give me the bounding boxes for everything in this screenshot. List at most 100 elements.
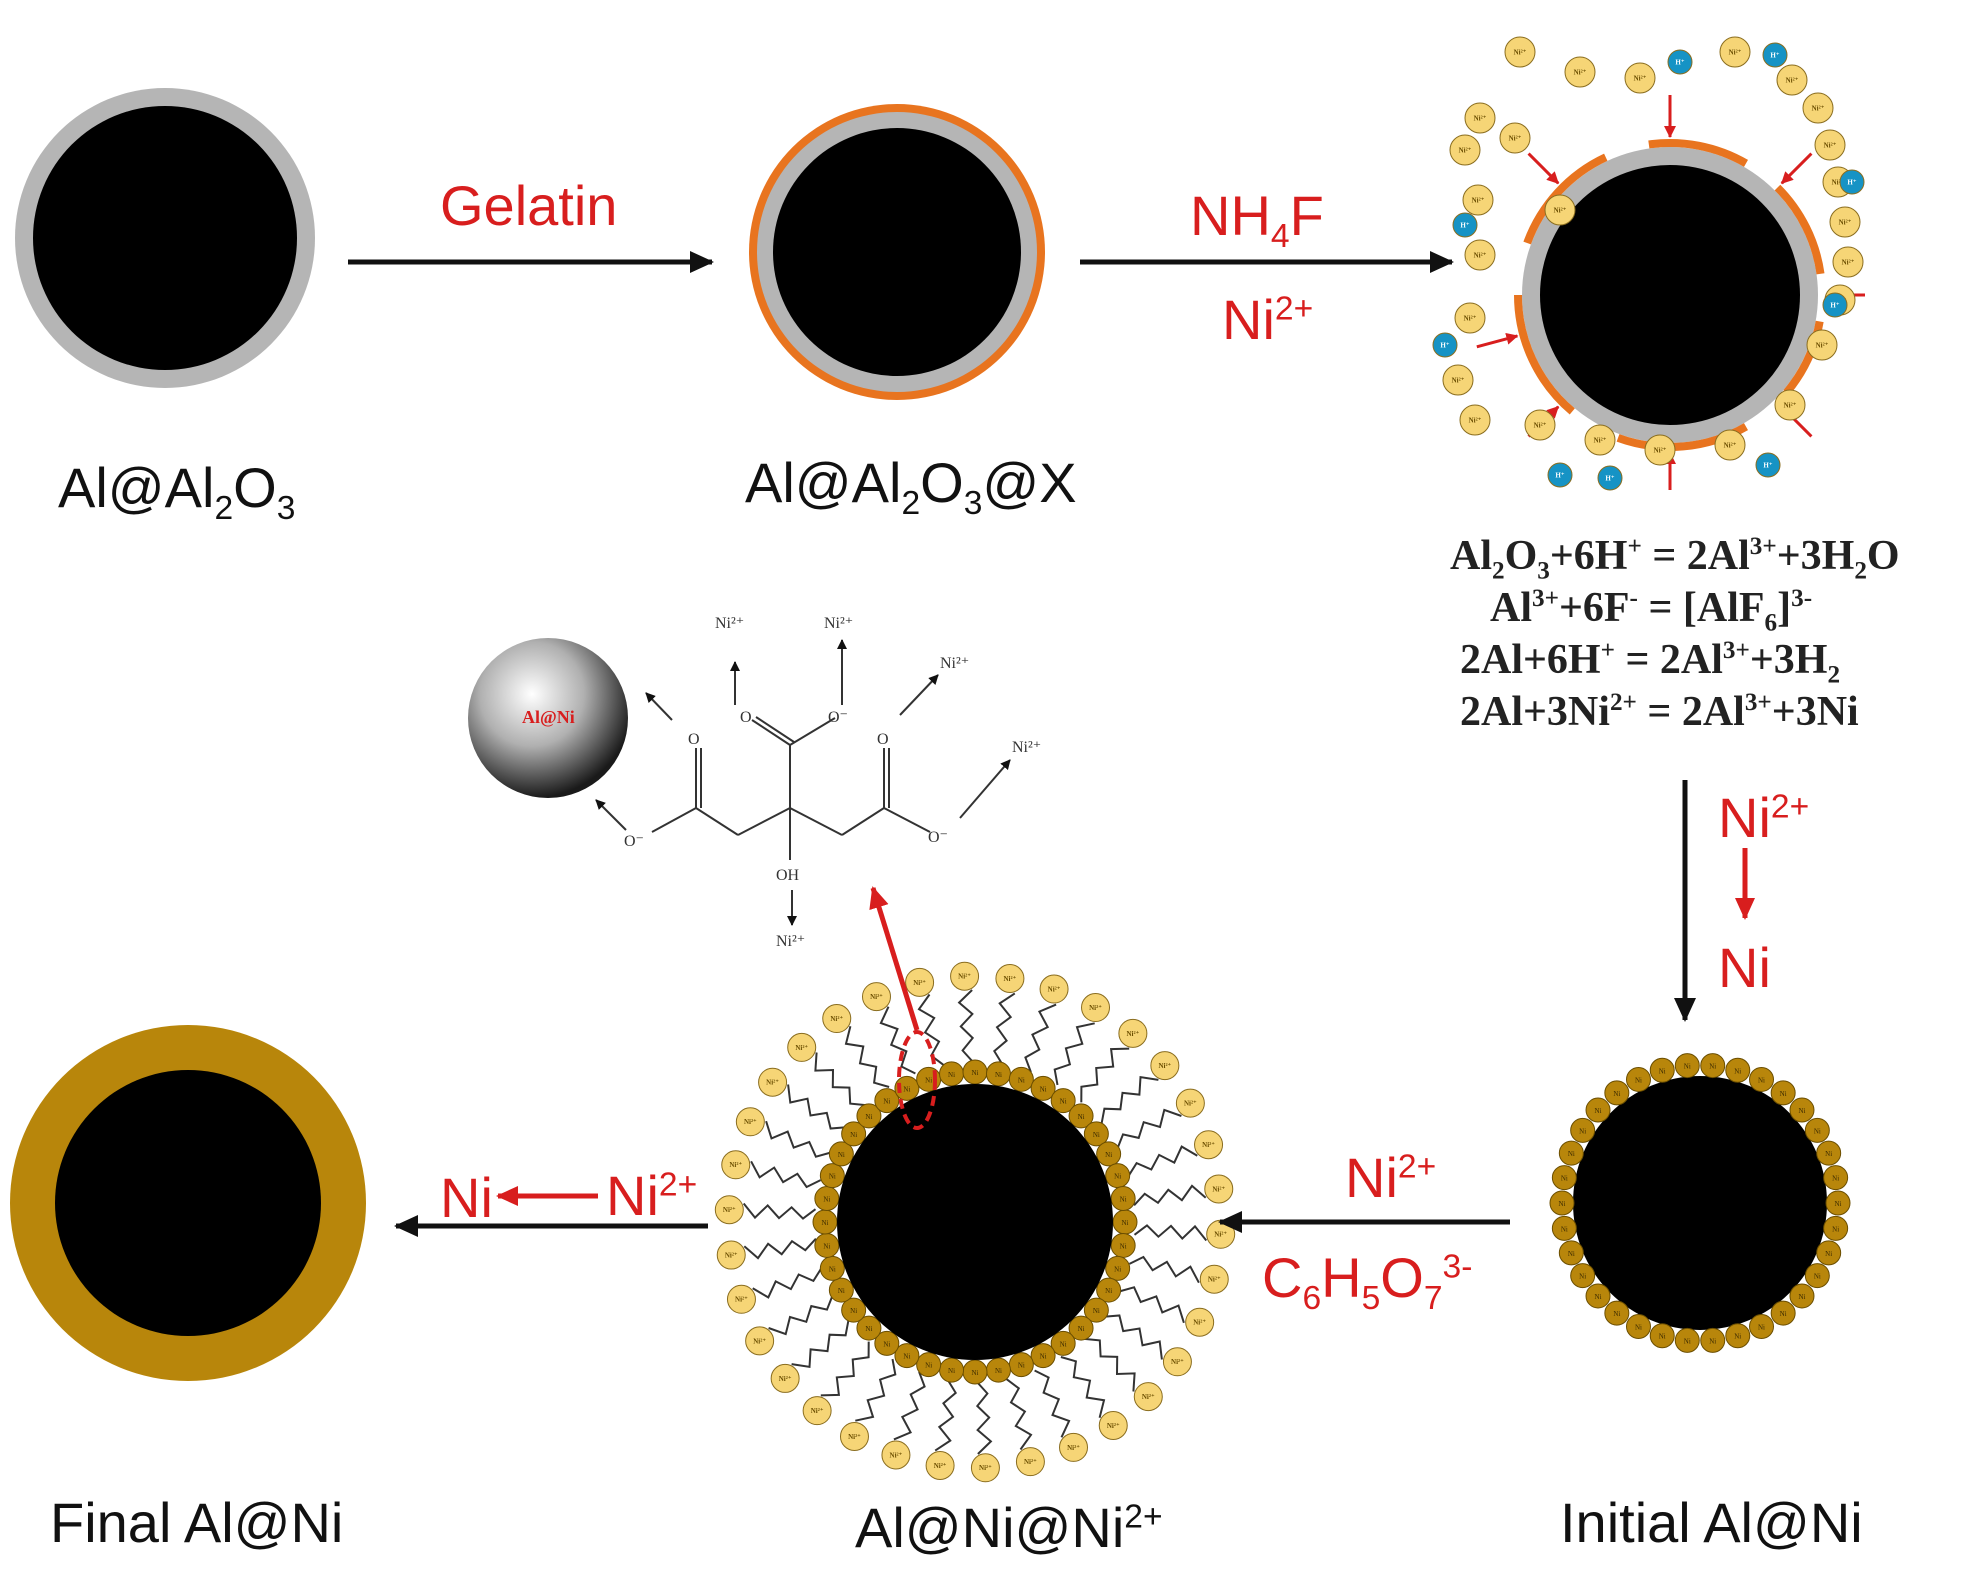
svg-text:Ni: Ni [1078, 1113, 1085, 1121]
svg-text:Ni: Ni [1635, 1076, 1642, 1084]
eq1-j: 2 [1854, 557, 1867, 585]
ni-ion-head: Ni²⁺ [1162, 1347, 1192, 1377]
svg-text:Ni²⁺: Ni²⁺ [1842, 258, 1855, 266]
reagent-ni-right: Ni [1718, 936, 1771, 999]
ni-ion: Ni²⁺ [1462, 184, 1494, 216]
ni-ion: Ni²⁺ [1802, 92, 1834, 124]
svg-text:Ni: Ni [995, 1071, 1002, 1079]
eq2-g: ] [1777, 585, 1792, 631]
eq1-f: + [1627, 533, 1642, 560]
svg-text:Ni²⁺: Ni²⁺ [1824, 141, 1837, 149]
al-ni-sphere-label: Al@Ni [522, 707, 575, 727]
svg-text:Ni: Ni [1018, 1362, 1025, 1370]
nickel-beads-mid: NiNiNiNiNiNiNiNiNiNiNiNiNiNiNiNiNiNiNiNi… [812, 1059, 1138, 1385]
nickel-bead: Ni [1551, 1215, 1577, 1241]
highlight-ellipse [897, 1030, 937, 1130]
nickel-bead: Ni [1770, 1080, 1796, 1106]
citrate-chain [1034, 1369, 1071, 1438]
nickel-bead: Ni [1825, 1190, 1851, 1216]
gelatin-remnant-arcs [1514, 139, 1825, 451]
svg-text:Ni²⁺: Ni²⁺ [1816, 341, 1829, 349]
ni-ion: Ni²⁺ [1829, 206, 1861, 238]
nickel-bead: Ni [856, 1315, 882, 1341]
eq1-c: O [1504, 533, 1538, 579]
reagent-ni2-mid-sup: 2+ [1397, 1148, 1437, 1186]
svg-text:Ni: Ni [1040, 1353, 1047, 1361]
citrate-chain [743, 1238, 817, 1260]
svg-text:Ni²⁺: Ni²⁺ [811, 1407, 824, 1415]
nickel-bead: Ni [985, 1061, 1011, 1087]
citrate-o-minus-top: O⁻ [828, 709, 848, 726]
ni-ion-head: Ni²⁺ [925, 1451, 955, 1481]
svg-text:Ni²⁺: Ni²⁺ [1048, 986, 1061, 994]
eq2-h: 3- [1791, 585, 1813, 612]
equation-3: 2Al+6H+ = 2Al3++3H2 [1450, 634, 1984, 687]
nickel-bead: Ni [1749, 1066, 1775, 1092]
ni-ion-head: Ni²⁺ [802, 1396, 832, 1426]
h-ion: H⁺ [1547, 462, 1573, 488]
nickel-bead: Ni [1804, 1117, 1830, 1143]
eq1-h: 3+ [1749, 533, 1777, 560]
citrate-chain [765, 1120, 832, 1158]
equation-2: Al3++6F- = [AlF6]3- [1450, 582, 1984, 635]
svg-text:Ni²⁺: Ni²⁺ [1812, 104, 1825, 112]
citrate-chain [1060, 1356, 1106, 1418]
citrate-chain [1128, 1255, 1200, 1284]
svg-text:H⁺: H⁺ [1830, 301, 1839, 309]
label-al-al2o3-x-sub1: 2 [901, 485, 921, 523]
eq4-c: = 2Al [1636, 689, 1745, 735]
eq1-a: Al [1450, 533, 1492, 579]
citrate-o: O [1380, 1246, 1424, 1309]
nickel-bead: Ni [894, 1343, 920, 1369]
svg-text:Ni: Ni [865, 1113, 872, 1121]
svg-text:Ni²⁺: Ni²⁺ [1574, 68, 1587, 76]
citrate-sub6: 6 [1302, 1280, 1322, 1318]
svg-text:Ni: Ni [925, 1076, 932, 1084]
label-al-al2o3-base: Al@Al [58, 456, 215, 519]
svg-text:Ni: Ni [1659, 1067, 1666, 1075]
citrate-chain [768, 1294, 834, 1336]
ni-ion-head: Ni²⁺ [716, 1240, 746, 1270]
nickel-bead: Ni [1105, 1163, 1131, 1189]
eq4-a: 2Al+3Ni [1460, 689, 1610, 735]
ni-ion: Ni²⁺ [1719, 36, 1751, 68]
citrate-chain [1024, 1003, 1057, 1073]
reagent-ni2-mid-base: Ni [1345, 1146, 1398, 1209]
svg-text:Ni: Ni [1595, 1293, 1602, 1301]
ni-ion-head: Ni²⁺ [1015, 1447, 1045, 1477]
svg-text:Ni: Ni [1568, 1150, 1575, 1158]
ni-ion-head: Ni²⁺ [839, 1421, 869, 1451]
ni-ion: Ni²⁺ [1776, 64, 1808, 96]
al-ni-sphere: Al@Ni [468, 638, 628, 798]
ni-ion: Ni²⁺ [1442, 364, 1474, 396]
svg-text:Ni²⁺: Ni²⁺ [735, 1296, 748, 1304]
citrate-labels: Ni²⁺ Ni²⁺ Ni²⁺ Ni²⁺ Ni²⁺ OH O O⁻ O O⁻ O … [624, 615, 1041, 950]
citrate-chain [934, 1379, 957, 1452]
nickel-bead: Ni [1585, 1283, 1611, 1309]
reaction-equations: Al2O3+6H+ = 2Al3++3H2O Al3++6F- = [AlF6]… [1450, 530, 1984, 738]
nickel-bead: Ni [939, 1061, 965, 1087]
nickel-bead: Ni [1604, 1080, 1630, 1106]
eq1-g: = 2Al [1641, 533, 1750, 579]
svg-text:Ni: Ni [1561, 1225, 1568, 1233]
h-ion: H⁺ [1667, 49, 1693, 75]
svg-text:Ni²⁺: Ni²⁺ [1158, 1062, 1171, 1070]
eq3-a: 2Al+6H [1460, 637, 1601, 683]
svg-text:Ni²⁺: Ni²⁺ [1214, 1231, 1227, 1239]
citrate-o-right: O [877, 731, 889, 748]
eq1-b: 2 [1492, 557, 1505, 585]
citrate-o-left: O [688, 731, 700, 748]
svg-text:Ni²⁺: Ni²⁺ [958, 973, 971, 981]
svg-text:Ni²⁺: Ni²⁺ [779, 1375, 792, 1383]
svg-text:Ni: Ni [883, 1340, 890, 1348]
citrate-chain [993, 992, 1016, 1065]
reagent-nh4f-sub: 4 [1270, 218, 1290, 256]
nickel-bead: Ni [1625, 1314, 1651, 1340]
label-al-al2o3-x: Al@Al2O3@X [745, 455, 1077, 521]
svg-text:Ni: Ni [838, 1287, 845, 1295]
svg-text:Ni: Ni [1835, 1200, 1842, 1208]
ni-ion: Ni²⁺ [1464, 239, 1496, 271]
svg-text:Ni²⁺: Ni²⁺ [1784, 401, 1797, 409]
nickel-bead: Ni [1008, 1066, 1034, 1092]
